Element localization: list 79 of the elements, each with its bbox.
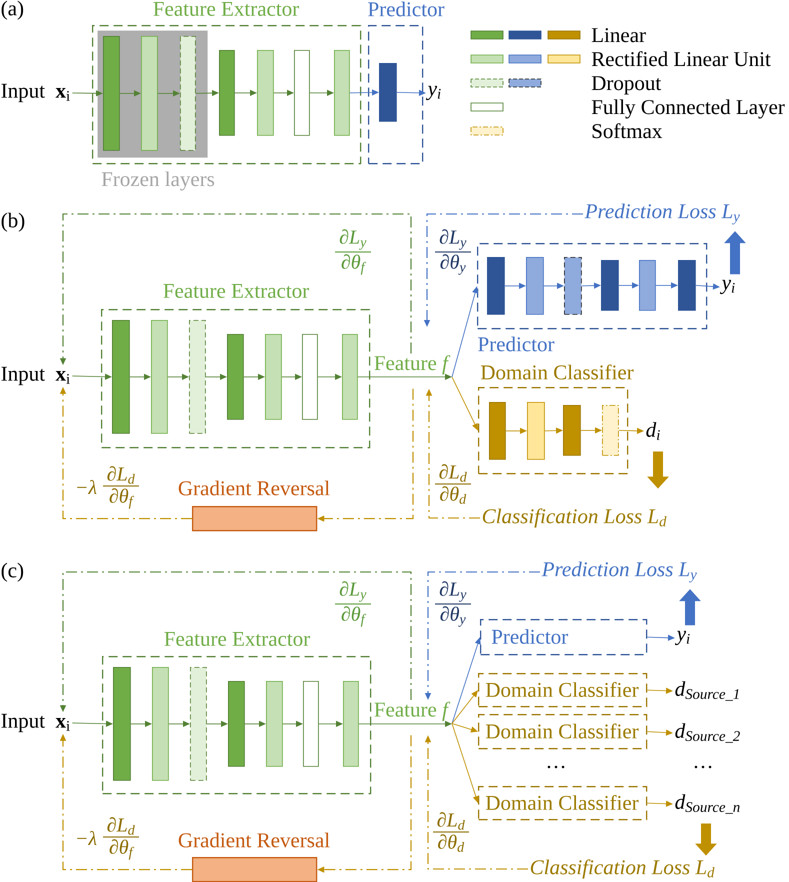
ellipsis: … bbox=[548, 766, 564, 768]
layer-bar bbox=[303, 681, 319, 767]
legend-label: Rectified Linear Unit bbox=[592, 51, 771, 66]
layer-bar bbox=[189, 320, 206, 434]
layer-bar bbox=[639, 260, 656, 311]
layer-bar bbox=[228, 681, 245, 767]
panel-label: (a) bbox=[2, 0, 24, 20]
layer-bar bbox=[265, 334, 282, 420]
gradient-formula: ∂L$_{y}$ ∂θ$_{y}$ bbox=[434, 229, 472, 275]
module-box: Domain Classifier bbox=[478, 714, 648, 750]
layer-bar bbox=[219, 50, 235, 136]
layer-bar bbox=[103, 36, 120, 151]
layer-bar bbox=[190, 667, 207, 781]
loss-label: Classification Loss L$_{d}$ bbox=[482, 508, 666, 528]
gradient-formula: ∂L$_{y}$ ∂θ$_{f}$ bbox=[334, 229, 372, 275]
layer-bar bbox=[487, 257, 505, 315]
layer-bar bbox=[266, 681, 283, 767]
box-title: Feature Extractor bbox=[163, 284, 310, 298]
layer-bar bbox=[564, 257, 582, 315]
layer-bar bbox=[379, 63, 397, 122]
box-title: Predictor bbox=[478, 336, 554, 352]
gradient-formula: ∂L$_{y}$ ∂θ$_{f}$ bbox=[334, 581, 372, 627]
layer-bar bbox=[257, 50, 274, 136]
layer-bar bbox=[180, 36, 196, 151]
layer-bar bbox=[343, 681, 359, 767]
gradient-formula: −λ ∂L$_{d}$ ∂θ$_{f}$ bbox=[77, 466, 140, 509]
layer-bar bbox=[342, 334, 358, 420]
output-label: d$_{Source_n}$ bbox=[675, 794, 740, 814]
legend-label: Dropout bbox=[592, 76, 662, 94]
legend-label: Fully Connected Layer bbox=[592, 99, 785, 119]
panel-label: (c) bbox=[2, 562, 24, 582]
box-title: Domain Classifier bbox=[480, 364, 634, 380]
output-label: y$_{i}$ bbox=[426, 86, 441, 100]
layer-bar bbox=[294, 50, 310, 136]
output-label: y$_{i}$ bbox=[720, 280, 735, 294]
layer-bar bbox=[152, 667, 169, 781]
layer-bar bbox=[602, 405, 619, 456]
layer-bar bbox=[563, 405, 581, 456]
layer-bar bbox=[489, 402, 506, 460]
box-title: Feature Extractor bbox=[164, 632, 310, 646]
module-box: Domain Classifier bbox=[478, 673, 648, 708]
legend-label: Linear bbox=[592, 28, 646, 42]
module-box: Domain Classifier bbox=[478, 786, 648, 820]
layer-bar bbox=[526, 257, 544, 315]
region-label: Frozen layers bbox=[102, 171, 214, 191]
layer-bar bbox=[141, 36, 158, 151]
block-title: Gradient Reversal bbox=[178, 480, 330, 496]
loss-label: Classification Loss L$_{d}$ bbox=[530, 859, 714, 879]
ellipsis: … bbox=[694, 766, 712, 768]
layer-bar bbox=[227, 334, 244, 420]
layer-bar bbox=[151, 320, 168, 434]
loss-label: Prediction Loss L$_{y}$ bbox=[542, 562, 697, 582]
output-label: d$_{Source_2}$ bbox=[675, 723, 740, 743]
layer-bar bbox=[527, 402, 545, 460]
output-label: d$_{i}$ bbox=[646, 422, 660, 440]
gradient-formula: −λ ∂L$_{d}$ ∂θ$_{f}$ bbox=[77, 817, 140, 860]
block-title: Gradient Reversal bbox=[178, 832, 330, 848]
layer-bar bbox=[601, 260, 619, 311]
box-title: Predictor bbox=[368, 2, 444, 16]
input-label: Input x$_{i}$ bbox=[1, 366, 70, 386]
feature-label: Feature f bbox=[374, 355, 450, 374]
layer-bar bbox=[112, 320, 130, 434]
output-label: d$_{Source_1}$ bbox=[675, 681, 739, 701]
feature-label: Feature f bbox=[374, 702, 450, 721]
input-label: Input x$_{i}$ bbox=[1, 84, 70, 102]
layer-bar bbox=[113, 667, 131, 781]
panel-label: (b) bbox=[2, 212, 24, 232]
gradient-formula: ∂L$_{d}$ ∂θ$_{d}$ bbox=[432, 812, 470, 852]
input-label: Input x$_{i}$ bbox=[1, 714, 70, 732]
box-title: Feature Extractor bbox=[153, 2, 300, 16]
layer-bar bbox=[302, 334, 318, 420]
loss-label: Prediction Loss L$_{y}$ bbox=[584, 204, 740, 224]
output-label: y$_{i}$ bbox=[674, 630, 690, 646]
legend-label: Softmax bbox=[592, 123, 662, 138]
layer-bar bbox=[678, 260, 696, 311]
gradient-formula: ∂L$_{d}$ ∂θ$_{d}$ bbox=[434, 464, 472, 504]
module-box: Predictor bbox=[480, 619, 648, 656]
gradient-formula: ∂L$_{y}$ ∂θ$_{y}$ bbox=[434, 581, 472, 627]
layer-bar bbox=[334, 50, 350, 136]
